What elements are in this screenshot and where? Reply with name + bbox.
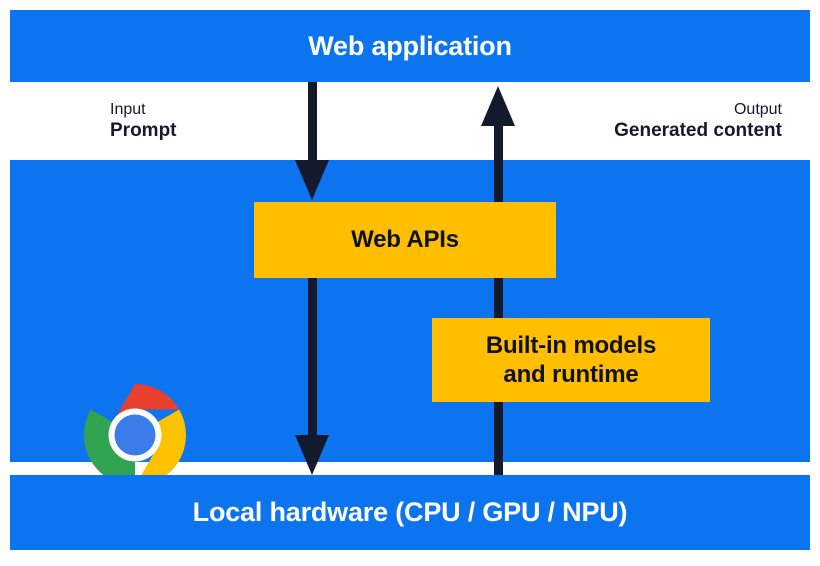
box-web-apis: Web APIs xyxy=(254,202,556,278)
band-web-application: Web application xyxy=(10,10,810,82)
arrow-web-apis-to-hardware-shaft xyxy=(308,278,317,438)
box-builtin-models: Built-in models and runtime xyxy=(432,318,710,402)
input-kind-label: Input xyxy=(110,101,146,118)
box-web-apis-label: Web APIs xyxy=(351,226,459,254)
box-builtin-models-line2: and runtime xyxy=(503,361,639,388)
box-builtin-models-label: Built-in models and runtime xyxy=(485,331,657,390)
arrow-hardware-to-output-shaft xyxy=(494,120,503,475)
output-label-group: Output Generated content xyxy=(614,101,782,142)
arrow-hardware-to-output-head-icon xyxy=(481,86,515,126)
arrow-input-to-web-apis-shaft xyxy=(308,82,317,170)
input-label-group: Input Prompt xyxy=(110,101,177,142)
arrow-input-to-web-apis-head-icon xyxy=(295,160,329,200)
box-builtin-models-line1: Built-in models xyxy=(485,331,657,359)
output-kind-label: Output xyxy=(733,101,782,118)
input-value-label: Prompt xyxy=(110,119,177,141)
arrow-web-apis-to-hardware-head-icon xyxy=(295,435,329,475)
band-local-hardware: Local hardware (CPU / GPU / NPU) xyxy=(10,475,810,550)
band-web-application-label: Web application xyxy=(308,30,512,61)
output-value-label: Generated content xyxy=(614,119,782,141)
chrome-logo-icon xyxy=(83,384,187,486)
band-local-hardware-label: Local hardware (CPU / GPU / NPU) xyxy=(192,497,628,527)
